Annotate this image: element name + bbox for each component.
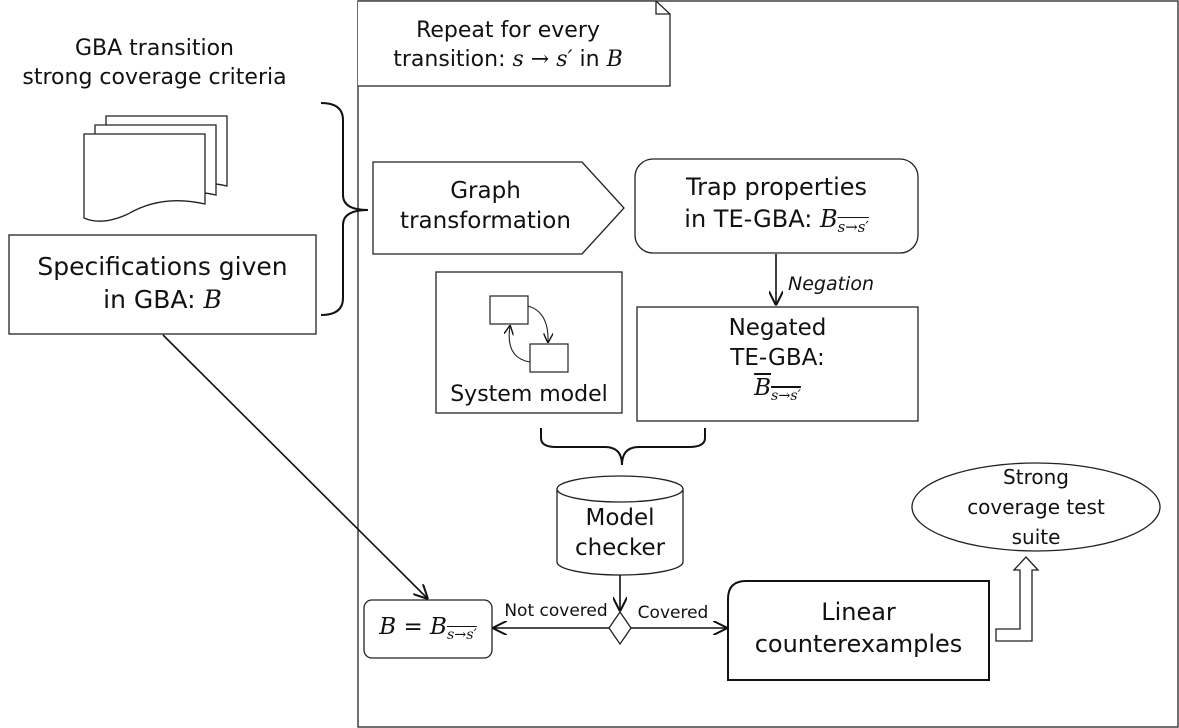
- documents-stack-icon: [83, 115, 228, 222]
- not-covered-label: Not covered: [504, 601, 608, 621]
- negated-tegba-box: [636, 306, 919, 422]
- result-label: B = Bs→s′: [379, 614, 477, 643]
- trap-properties-label: Trap properties in TE-GBA: Bs→s′: [684, 173, 869, 236]
- model-checker-cylinder: [556, 475, 684, 576]
- negated-tegba-label: Negated TE-GBA: Bs→s′: [728, 315, 827, 404]
- models-brace: [540, 428, 706, 466]
- specifications-label: Specifications given in GBA: B: [37, 252, 288, 314]
- repeat-frame: [357, 0, 1179, 728]
- input-brace: [320, 102, 369, 316]
- test-suite-ellipse: [911, 462, 1161, 552]
- system-model-box: [435, 271, 623, 414]
- output-block-arrow: [995, 556, 1040, 642]
- model-checker-label: Model checker: [574, 505, 666, 562]
- criteria-title: GBA transition strong coverage criteria: [22, 36, 287, 91]
- repeat-label: Repeat for every transition: s → s′ in B: [393, 18, 623, 73]
- linear-counterexamples-label: Linear counterexamples: [754, 598, 963, 658]
- graph-transformation-label: Graph transformation: [400, 178, 571, 235]
- negation-label: Negation: [788, 273, 875, 295]
- trap-properties-box: [634, 158, 919, 254]
- specification-link-arrow: [162, 334, 427, 598]
- decision-diamond: [608, 610, 632, 646]
- covered-label: Covered: [637, 603, 709, 623]
- linear-counterexamples-box: [727, 580, 990, 681]
- graph-transformation-shape: [372, 161, 625, 255]
- specifications-box: [8, 234, 317, 335]
- test-suite-label: Strong coverage test suite: [967, 465, 1105, 549]
- state-diagram-icon: [489, 295, 569, 373]
- system-model-label: System model: [450, 382, 608, 407]
